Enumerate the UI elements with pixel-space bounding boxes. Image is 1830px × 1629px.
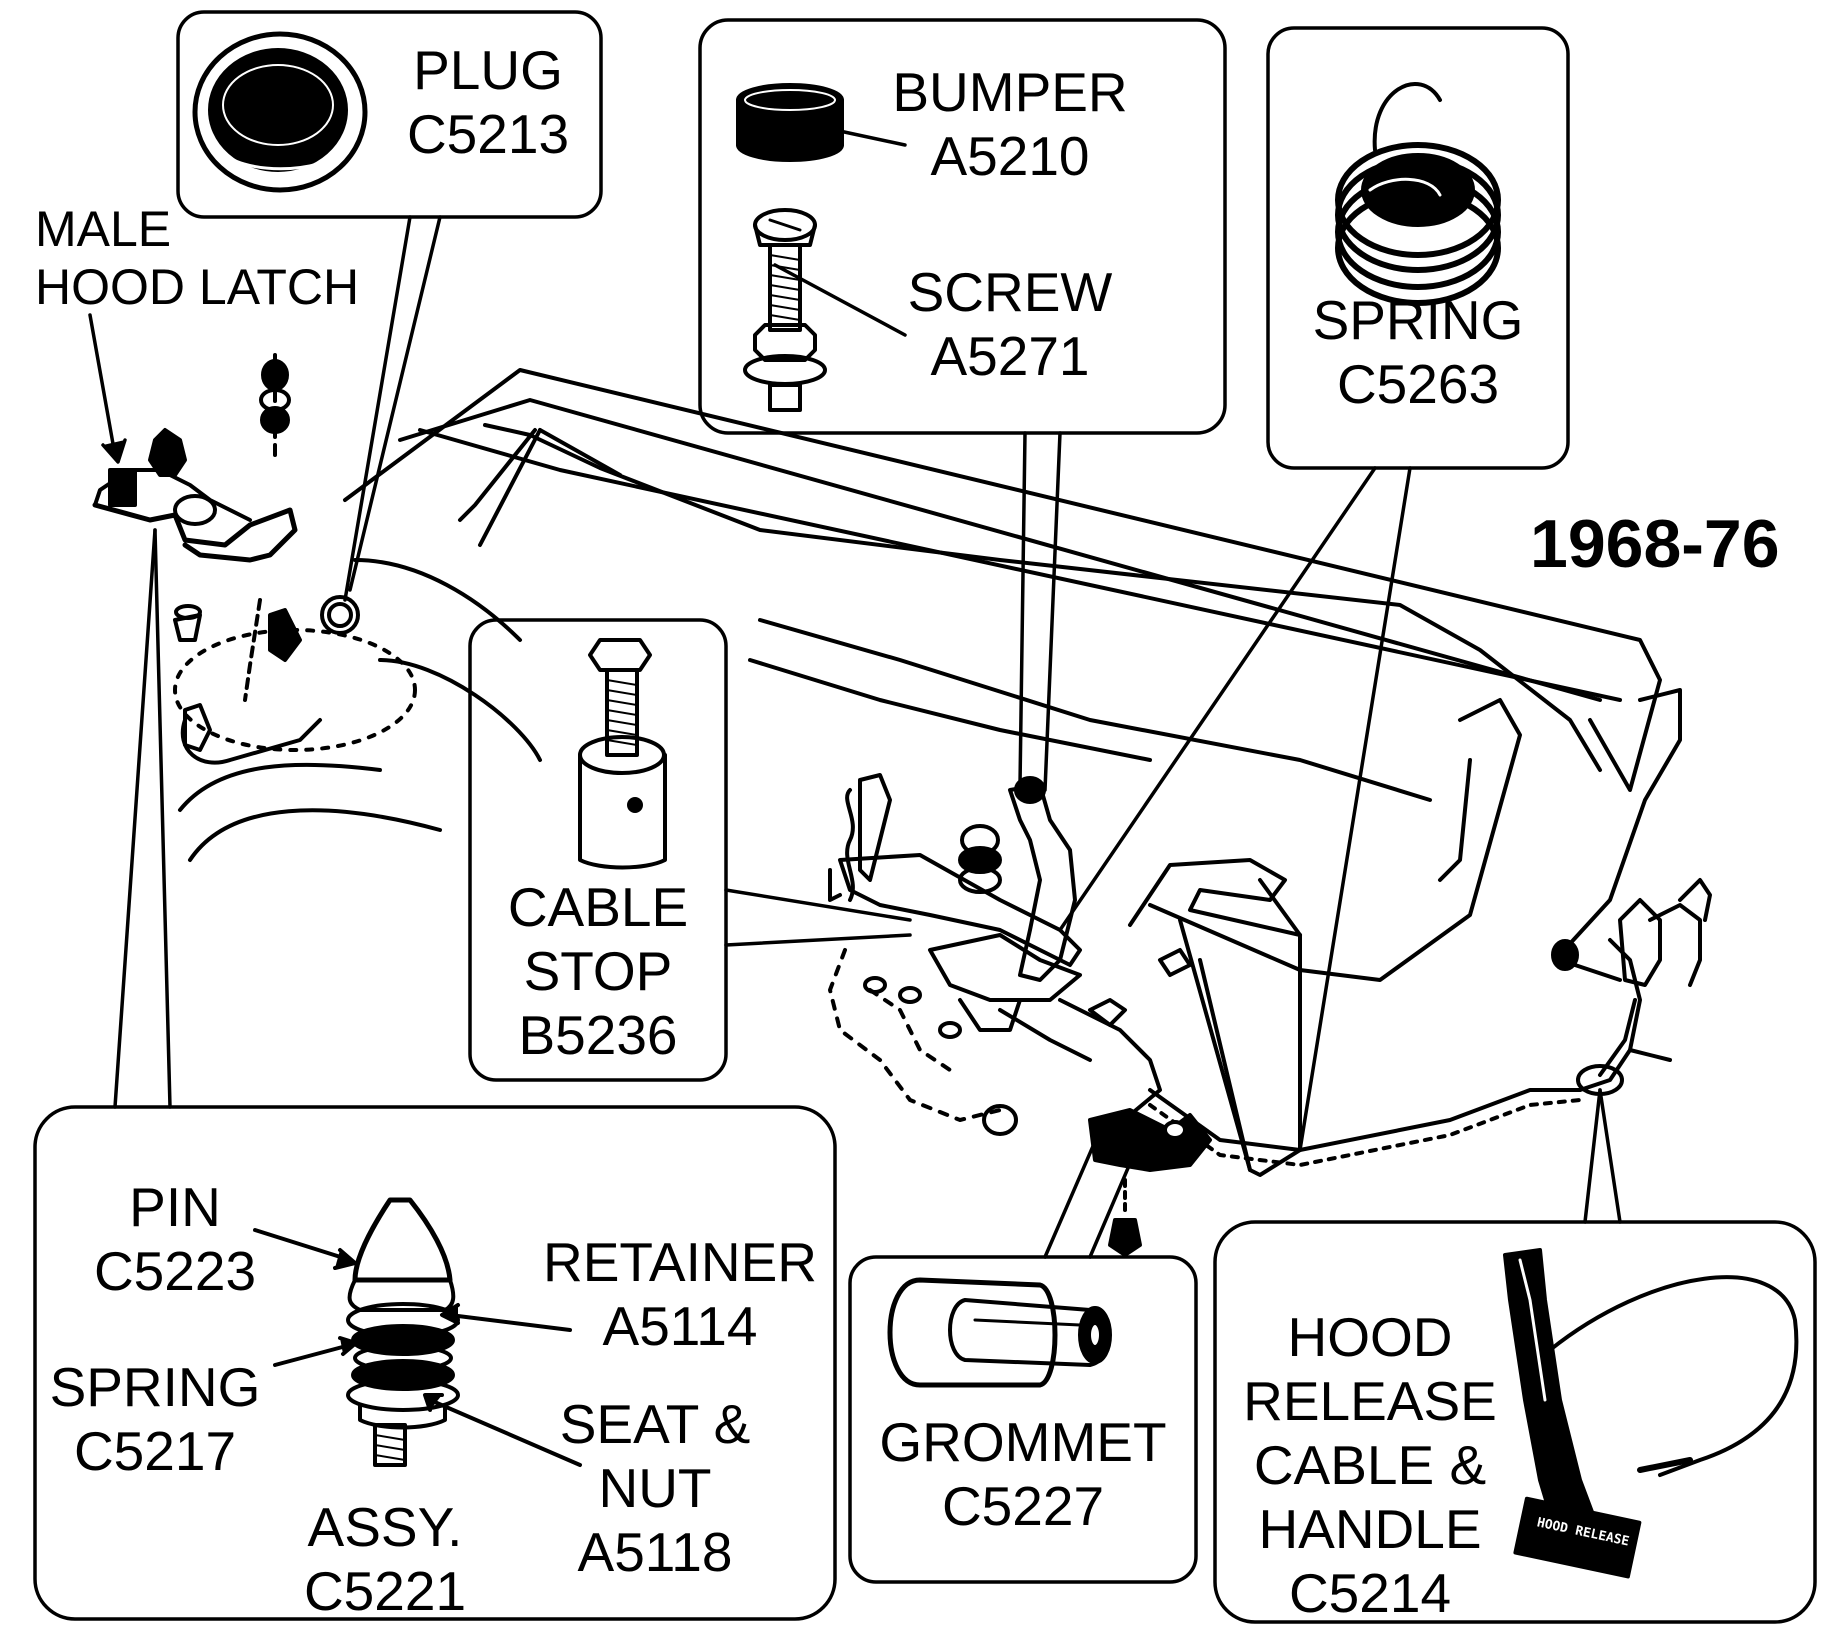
assy-name: ASSY. (307, 1496, 463, 1558)
assy-number: C5221 (303, 1560, 467, 1622)
screw-drawing (743, 208, 827, 412)
seat-nut-line1: SEAT & (559, 1393, 751, 1455)
bumper-drawing (736, 83, 844, 162)
hood-release-line2: RELEASE (1243, 1370, 1497, 1432)
plug-label: PLUG C5213 (398, 38, 578, 166)
screw-name: SCREW (907, 261, 1113, 323)
retainer-name: RETAINER (542, 1231, 817, 1293)
plug-number: C5213 (406, 103, 570, 165)
male-hood-latch-drawing (92, 353, 417, 765)
hood-outline (178, 368, 1682, 1177)
spring-c5217-number: C5217 (73, 1420, 237, 1482)
plug-callout-box (176, 10, 603, 219)
retainer-label: RETAINER A5114 (530, 1230, 830, 1358)
cable-stop-label: CABLE STOP B5236 (480, 875, 716, 1067)
hood-release-number: C5214 (1288, 1562, 1452, 1624)
cable-stop-callout-box (468, 618, 728, 1082)
cable-stop-drawing (578, 638, 667, 870)
pin-label: PIN C5223 (80, 1175, 270, 1303)
latch-assy-drawing (253, 1197, 582, 1467)
retainer-number: A5114 (602, 1295, 758, 1357)
male-hood-latch-line1: MALE (35, 201, 172, 257)
cable-stop-line1: CABLE (507, 876, 689, 938)
spring-c5217-name: SPRING (49, 1356, 261, 1418)
spring-c5263-drawing (1335, 82, 1501, 306)
hood-release-line1: HOOD (1287, 1306, 1453, 1368)
spring-c5263-name: SPRING (1312, 289, 1524, 351)
assy-label: ASSY. C5221 (280, 1495, 490, 1623)
plug-drawing (192, 31, 368, 193)
bumper-name: BUMPER (892, 61, 1128, 123)
male-hood-latch-line2: HOOD LATCH (35, 259, 360, 315)
grommet-name: GROMMET (879, 1411, 1167, 1473)
bumper-number: A5210 (930, 125, 1090, 187)
hood-release-line3: CABLE & (1253, 1434, 1487, 1496)
year-range: 1968-76 (1530, 506, 1780, 582)
grommet-number: C5227 (941, 1475, 1105, 1537)
hood-release-callout-box (1213, 1220, 1817, 1624)
cable-stop-number: B5236 (518, 1004, 678, 1066)
hood-release-label: HOOD RELEASE CABLE & HANDLE C5214 (1225, 1305, 1515, 1625)
pin-name: PIN (129, 1176, 221, 1238)
spring-c5217-label: SPRING C5217 (40, 1355, 270, 1483)
seat-nut-number: A5118 (577, 1521, 733, 1583)
center-latch-mechanism (828, 773, 1582, 1257)
grommet-callout-box (848, 1255, 1198, 1584)
grommet-drawing (887, 1277, 1112, 1388)
leader-lines (88, 128, 1622, 1259)
callout-boxes (33, 10, 1817, 1624)
spring-c5263-callout-box (1266, 26, 1570, 470)
seat-nut-label: SEAT & NUT A5118 (540, 1392, 770, 1584)
cable-stop-line2: STOP (523, 940, 673, 1002)
hood-release-drawing (1503, 1248, 1799, 1579)
male-hood-latch-label: MALE HOOD LATCH (35, 200, 359, 316)
screw-number: A5271 (930, 325, 1090, 387)
latch-assy-callout-box (33, 1105, 837, 1621)
bumper-screw-callout-box (698, 18, 1227, 435)
pin-number: C5223 (93, 1240, 257, 1302)
cable-end-drawing (1551, 878, 1712, 1096)
bumper-label: BUMPER A5210 (880, 60, 1140, 188)
spring-c5263-label: SPRING C5263 (1288, 288, 1548, 416)
grommet-label: GROMMET C5227 (860, 1410, 1186, 1538)
spring-c5263-number: C5263 (1336, 353, 1500, 415)
screw-label: SCREW A5271 (880, 260, 1140, 388)
seat-nut-line2: NUT (598, 1457, 712, 1519)
hood-release-line4: HANDLE (1258, 1498, 1482, 1560)
plug-name: PLUG (413, 39, 563, 101)
